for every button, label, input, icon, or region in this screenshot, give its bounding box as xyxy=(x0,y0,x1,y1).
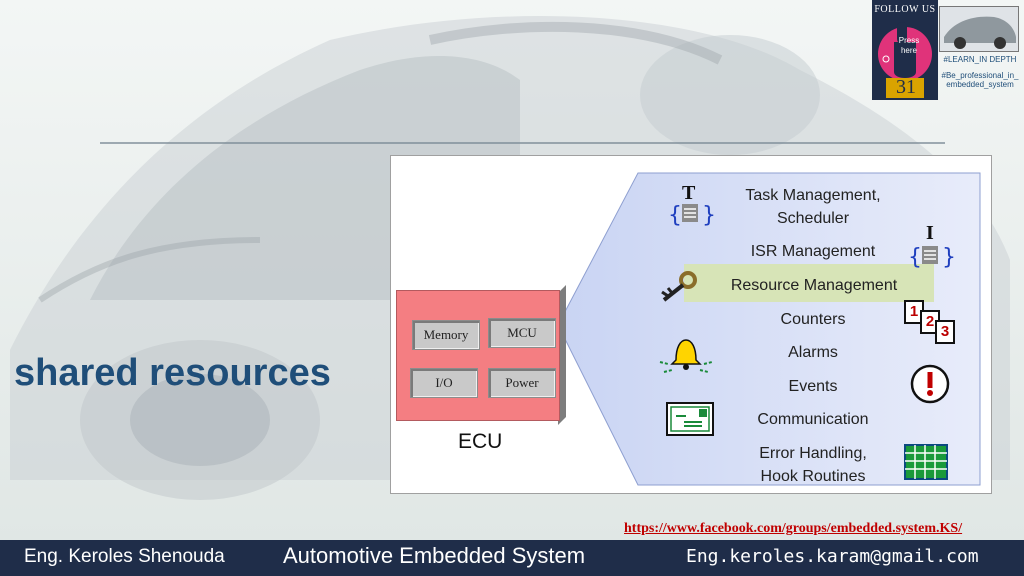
ecu-block xyxy=(396,290,560,421)
facebook-group-link[interactable]: https://www.facebook.com/groups/embedded… xyxy=(624,521,963,536)
follow-us-label: FOLLOW US xyxy=(874,4,936,15)
isr-letter: I xyxy=(926,222,934,244)
svg-text:{: { xyxy=(908,245,922,270)
mcu-chip: MCU xyxy=(488,318,556,348)
grid-table-icon xyxy=(904,444,948,480)
footer-course-title: Automotive Embedded System xyxy=(283,543,586,568)
power-chip: Power xyxy=(488,368,556,398)
exclamation-icon xyxy=(910,364,950,404)
car-thumbnail-image xyxy=(939,6,1019,52)
feature-error-handling: Error Handling, xyxy=(759,445,867,462)
feature-isr-management: ISR Management xyxy=(750,243,876,260)
memory-chip: Memory xyxy=(412,320,480,350)
task-icon: T { } xyxy=(668,182,714,230)
feature-alarms: Alarms xyxy=(788,344,838,361)
svg-text:}: } xyxy=(702,203,714,228)
footer-author: Eng. Keroles Shenouda xyxy=(24,546,225,567)
feature-counters: Counters xyxy=(780,311,846,328)
feature-hook-routines: Hook Routines xyxy=(760,468,866,485)
io-chip: I/O xyxy=(410,368,478,398)
isr-icon: I { } xyxy=(908,222,954,270)
svg-text:}: } xyxy=(942,245,954,270)
press-here-text[interactable]: Press here xyxy=(898,36,920,55)
follow-number: 31 xyxy=(896,76,916,98)
ecu-label: ECU xyxy=(458,430,503,453)
footer-bar xyxy=(0,540,1024,576)
feature-events: Events xyxy=(788,378,838,395)
task-letter: T xyxy=(682,182,696,204)
feature-scheduler: Scheduler xyxy=(776,210,850,227)
footer-email[interactable]: Eng.keroles.karam@gmail.com xyxy=(686,546,979,567)
feature-communication: Communication xyxy=(757,411,869,428)
feature-resource-management: Resource Management xyxy=(730,277,898,294)
counter-icon: 1 2 3 xyxy=(904,300,955,346)
resource-management-highlight xyxy=(684,264,934,302)
tag-embedded-system: embedded_system xyxy=(946,80,1014,89)
counter-digit-3: 3 xyxy=(935,320,955,344)
key-icon xyxy=(661,271,697,302)
os-callout-shape xyxy=(557,172,981,486)
feature-task-management: Task Management, xyxy=(745,187,881,204)
press-hand-icon[interactable] xyxy=(874,14,936,98)
tag-learn-in-depth: #LEARN_IN DEPTH xyxy=(943,55,1017,64)
slide-title: shared resources xyxy=(14,352,331,394)
envelope-icon xyxy=(666,402,714,436)
svg-text:{: { xyxy=(668,203,682,228)
alarm-bell-icon xyxy=(659,339,713,373)
divider-line xyxy=(100,142,945,144)
tag-be-professional: #Be_professional_in_ xyxy=(941,71,1019,80)
